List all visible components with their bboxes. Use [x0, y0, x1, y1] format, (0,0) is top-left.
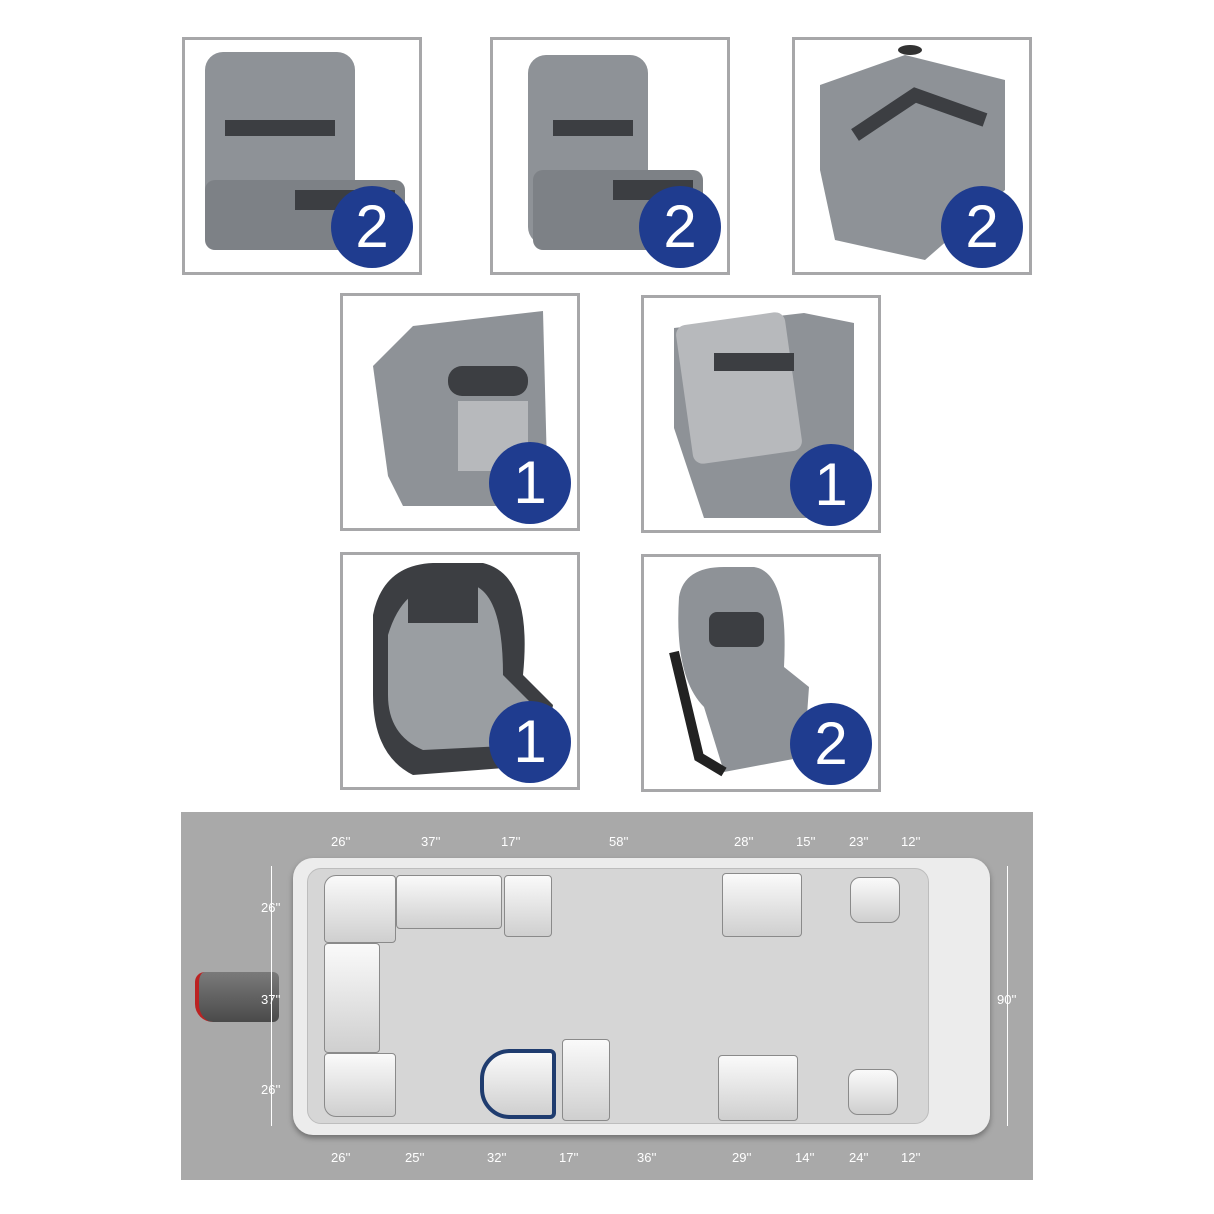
top-dimension-label: 15'' — [796, 834, 816, 849]
dimension-line — [1007, 866, 1008, 1126]
product-tile-bench-seat: 2 — [182, 37, 422, 275]
boat-deck — [293, 858, 990, 1135]
fold-down-seat-layout-2 — [848, 1069, 898, 1115]
bench-seat-layout-3 — [718, 1055, 798, 1121]
bench-seat-layout — [396, 875, 502, 929]
left-dimension-label: 26'' — [261, 1082, 280, 1097]
top-dimension-label: 17'' — [501, 834, 521, 849]
boat-layout-diagram: 26'' 37'' 17'' 58'' 28'' 15'' 23'' 12'' 26'' 25''… — [181, 812, 1033, 1180]
quantity-badge: 2 — [790, 703, 872, 785]
product-tile-fold-down-seat: 2 — [641, 554, 881, 792]
captain-chair-layout — [480, 1049, 556, 1119]
helm-console-layout — [562, 1039, 610, 1121]
bottom-dimension-label: 25'' — [405, 1150, 425, 1165]
quantity-badge: 2 — [331, 186, 413, 268]
bottom-dimension-label: 36'' — [637, 1150, 657, 1165]
bottom-dimension-label: 24'' — [849, 1150, 869, 1165]
quantity-badge: 1 — [489, 442, 571, 524]
top-dimension-label: 37'' — [421, 834, 441, 849]
corner-seat-layout-2 — [324, 1053, 396, 1117]
product-tile-lounge-seat: 1 — [641, 295, 881, 533]
top-dimension-label: 58'' — [609, 834, 629, 849]
bottom-dimension-label: 17'' — [559, 1150, 579, 1165]
bottom-dimension-label: 26'' — [331, 1150, 351, 1165]
bottom-dimension-label: 32'' — [487, 1150, 507, 1165]
quantity-badge: 2 — [639, 186, 721, 268]
product-tile-small-bench-seat: 2 — [490, 37, 730, 275]
top-dimension-label: 12'' — [901, 834, 921, 849]
left-dimension-label: 26'' — [261, 900, 280, 915]
fold-down-seat-layout — [850, 877, 900, 923]
top-dimension-label: 26'' — [331, 834, 351, 849]
fold-down-seat-image — [669, 567, 809, 777]
side-bench-layout — [324, 943, 380, 1053]
top-dimension-label: 23'' — [849, 834, 869, 849]
outboard-motor — [195, 972, 279, 1022]
left-dimension-label: 37'' — [261, 992, 280, 1007]
bottom-dimension-label: 29'' — [732, 1150, 752, 1165]
quantity-badge: 1 — [489, 701, 571, 783]
deck-floor — [307, 868, 929, 1124]
console-layout — [504, 875, 552, 937]
corner-seat-layout — [324, 875, 396, 943]
bottom-dimension-label: 14'' — [795, 1150, 815, 1165]
product-tile-console: 1 — [340, 293, 580, 531]
top-dimension-label: 28'' — [734, 834, 754, 849]
dimension-line — [271, 866, 272, 1126]
bench-seat-layout-2 — [722, 873, 802, 937]
quantity-badge: 1 — [790, 444, 872, 526]
bottom-dimension-label: 12'' — [901, 1150, 921, 1165]
product-tile-corner-seat: 2 — [792, 37, 1032, 275]
quantity-badge: 2 — [941, 186, 1023, 268]
product-tile-captain-chair: 1 — [340, 552, 580, 790]
right-dimension-label: 90'' — [997, 992, 1016, 1007]
